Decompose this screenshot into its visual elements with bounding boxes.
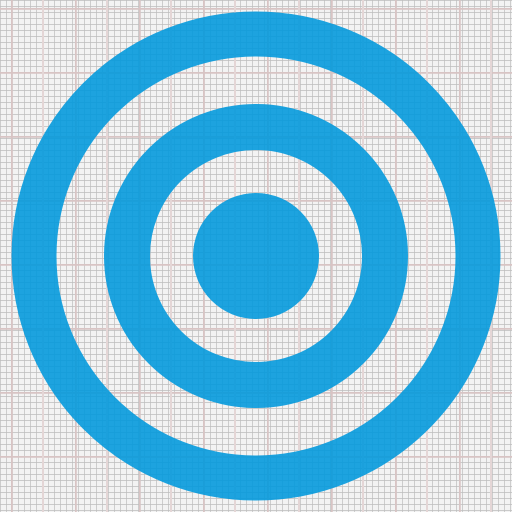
target-icon <box>11 11 501 501</box>
outer-ring <box>11 11 501 501</box>
middle-ring <box>104 104 408 408</box>
center-dot <box>193 193 319 319</box>
